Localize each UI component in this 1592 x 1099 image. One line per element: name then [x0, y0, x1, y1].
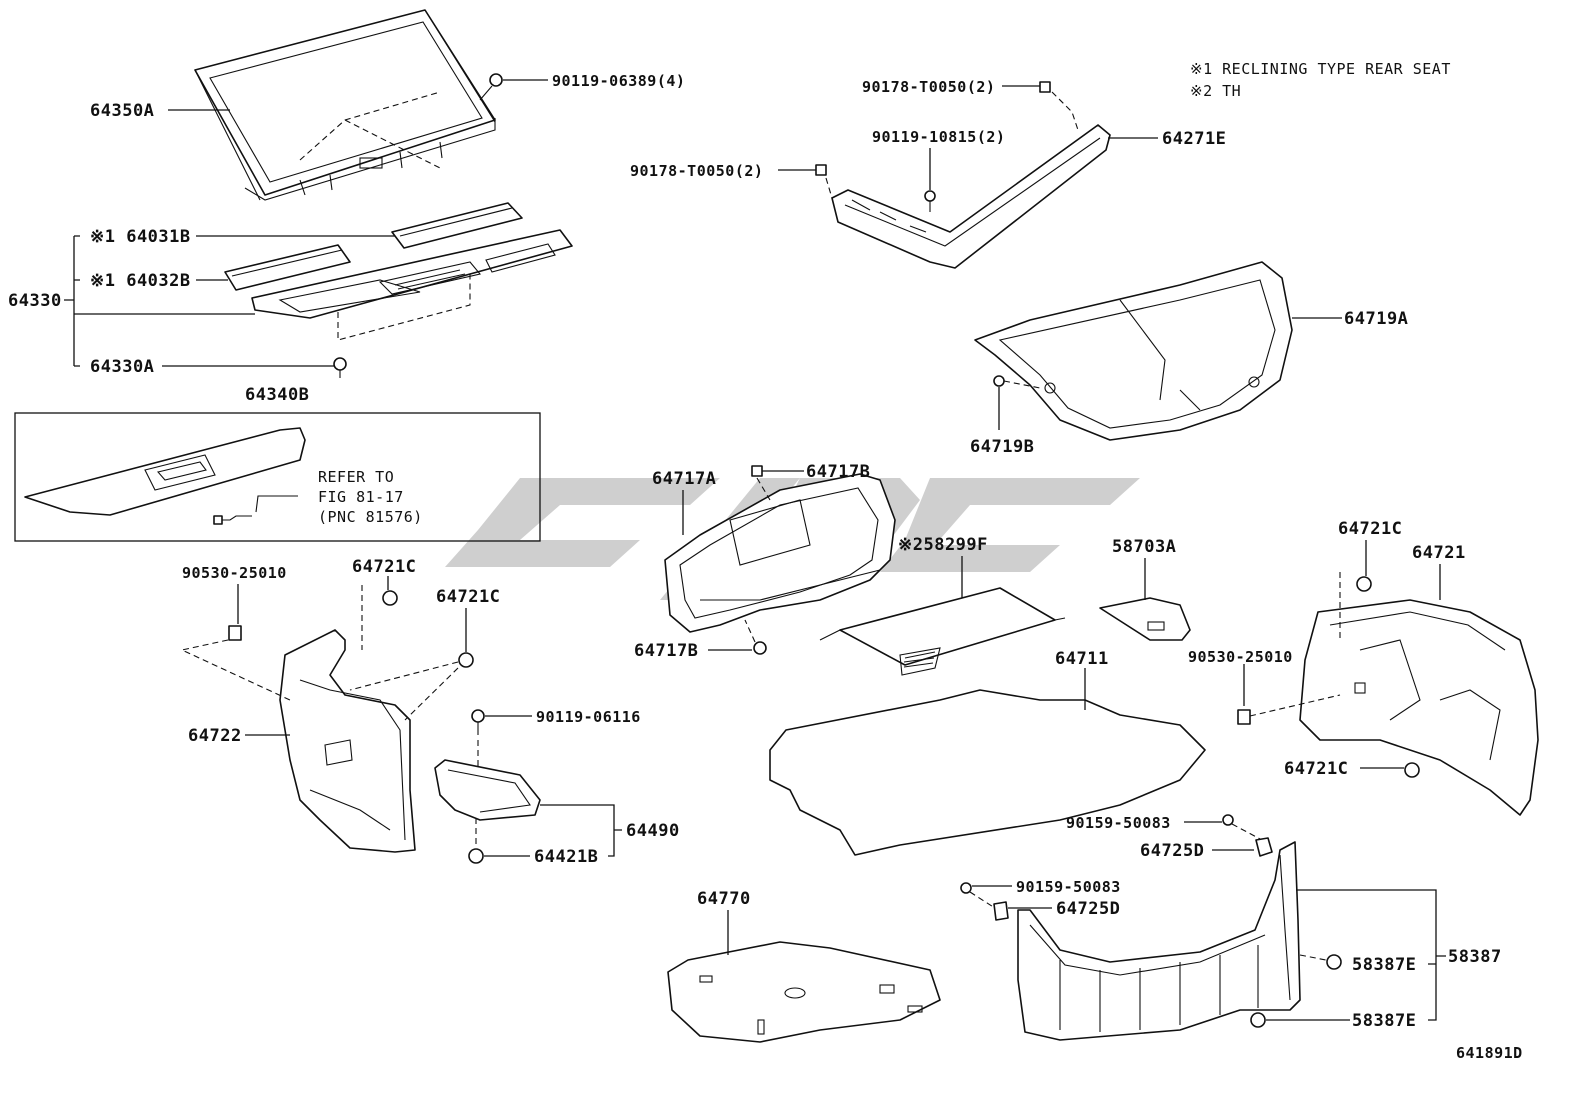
label-58387: 58387: [1448, 947, 1502, 967]
part-58299F-drawing: [819, 587, 1066, 676]
label-64330A: 64330A: [90, 357, 154, 377]
bolt-90119-10815-icon: [924, 190, 936, 212]
refer-line-2: FIG 81-17: [318, 488, 404, 506]
label-64271E: 64271E: [1162, 129, 1226, 149]
refer-box: [14, 412, 541, 542]
bolt-90119-06389-icon: [479, 73, 503, 101]
label-58387E-a: 58387E: [1352, 955, 1416, 975]
part-64719A-drawing: [974, 261, 1293, 441]
label-90530-25010-right: 90530-25010: [1188, 648, 1293, 666]
label-64330: 64330: [8, 291, 62, 311]
label-64031B: ※1 64031B: [90, 227, 191, 247]
label-90159-50083-b: 90159-50083: [1016, 878, 1121, 896]
label-64717A: 64717A: [652, 469, 716, 489]
label-58387E-b: 58387E: [1352, 1011, 1416, 1031]
clip-58387E-b-icon: [1250, 1012, 1266, 1028]
clip-64721C-right-top-icon: [1356, 576, 1372, 592]
part-64770-drawing: [667, 941, 941, 1043]
part-64032B-drawing: [224, 244, 351, 291]
label-90530-25010-left: 90530-25010: [182, 564, 287, 582]
label-90178-T0050-a: 90178-T0050(2): [862, 78, 995, 96]
label-64350A: 64350A: [90, 101, 154, 121]
note-2: ※2 TH: [1190, 82, 1241, 100]
part-64350A-drawing: [194, 9, 496, 201]
refer-line-3: (PNC 81576): [318, 508, 423, 526]
part-64330-drawing: [251, 229, 573, 319]
part-58387-drawing: [1017, 841, 1301, 1041]
clip-90530-25010-right-icon: [1237, 709, 1251, 725]
bolt-90159-50083-a-icon: [1222, 814, 1234, 826]
clip-64330A-icon: [333, 357, 347, 378]
label-64032B: ※1 64032B: [90, 271, 191, 291]
label-64490: 64490: [626, 821, 680, 841]
part-64271E-drawing: [831, 124, 1111, 269]
label-90159-50083-a: 90159-50083: [1066, 814, 1171, 832]
label-90119-06389: 90119-06389(4): [552, 72, 685, 90]
label-64721C-left-b: 64721C: [436, 587, 500, 607]
part-64721-drawing: [1299, 599, 1539, 816]
part-64490-drawing: [434, 759, 541, 821]
nut-90178-T0050-a-icon: [1039, 81, 1051, 93]
refer-line-1: REFER TO: [318, 468, 394, 486]
label-64717B-a: 64717B: [806, 462, 870, 482]
label-64711: 64711: [1055, 649, 1109, 669]
clip-64421B-icon: [468, 848, 484, 864]
part-64031B-drawing: [391, 202, 523, 249]
clip-90530-25010-left-icon: [228, 625, 242, 641]
label-64719A: 64719A: [1344, 309, 1408, 329]
part-58703A-drawing: [1099, 597, 1191, 641]
note-1: ※1 RECLINING TYPE REAR SEAT: [1190, 60, 1451, 78]
label-64717B-b: 64717B: [634, 641, 698, 661]
connector-icon: [213, 495, 298, 525]
bolt-90119-06116-icon: [471, 709, 485, 735]
bracket-64490: [540, 804, 622, 857]
label-64721C-right-bottom: 64721C: [1284, 759, 1348, 779]
part-64711-drawing: [769, 689, 1206, 856]
label-64340B: 64340B: [245, 385, 309, 405]
part-64722-drawing: [279, 629, 416, 853]
clip-64721C-right-bottom-icon: [1404, 762, 1420, 778]
label-90119-10815: 90119-10815(2): [872, 128, 1005, 146]
clip-58387E-a-icon: [1326, 954, 1342, 970]
clip-64721C-left-b-icon: [458, 652, 474, 668]
label-58703A: 58703A: [1112, 537, 1176, 557]
clip-64719B-icon: [993, 375, 1005, 387]
label-64721C-left-a: 64721C: [352, 557, 416, 577]
clip-64725D-a-icon: [1255, 837, 1273, 857]
clip-64717B-bottom-icon: [753, 641, 767, 655]
label-64722: 64722: [188, 726, 242, 746]
label-64725D-b: 64725D: [1056, 899, 1120, 919]
label-64719B: 64719B: [970, 437, 1034, 457]
nut-90178-T0050-b-icon: [815, 164, 827, 176]
clip-64721C-left-a-icon: [382, 590, 398, 606]
part-64340B-drawing: [24, 427, 306, 516]
part-64717A-drawing: [664, 473, 896, 633]
label-58299F: ※258299F: [898, 535, 988, 555]
label-64721: 64721: [1412, 543, 1466, 563]
clip-64717B-top-icon: [751, 465, 763, 477]
label-64721C-right-top: 64721C: [1338, 519, 1402, 539]
label-64770: 64770: [697, 889, 751, 909]
label-64421B: 64421B: [534, 847, 598, 867]
label-90119-06116: 90119-06116: [536, 708, 641, 726]
clip-64725D-b-icon: [993, 901, 1009, 921]
bolt-90159-50083-b-icon: [960, 882, 972, 894]
label-64725D-a: 64725D: [1140, 841, 1204, 861]
bracket-64330: [64, 235, 80, 367]
label-90178-T0050-b: 90178-T0050(2): [630, 162, 763, 180]
figure-code: 641891D: [1456, 1044, 1523, 1062]
bracket-58387: [1296, 889, 1446, 1021]
